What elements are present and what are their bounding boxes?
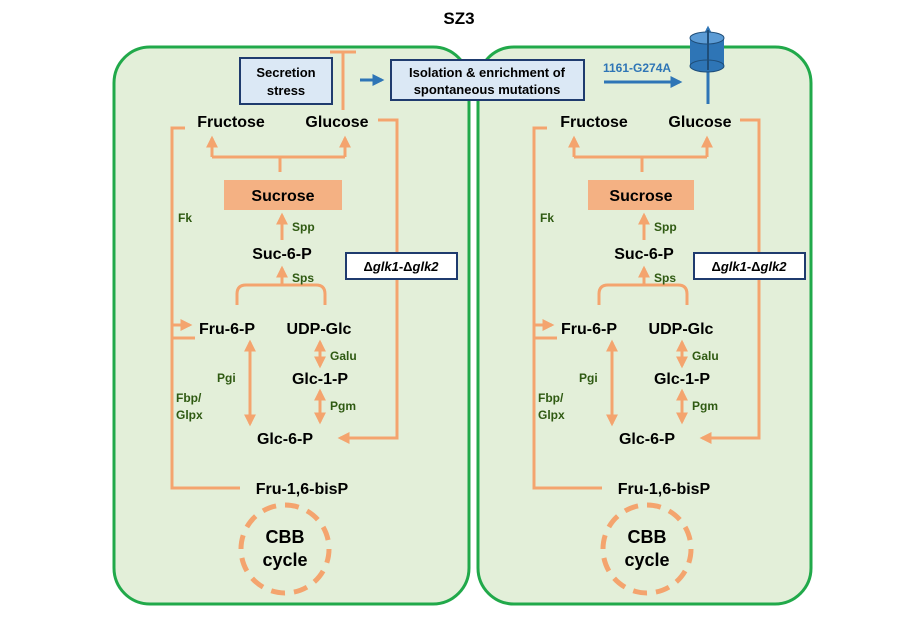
glc6p-label: Glc-6-P — [257, 431, 313, 448]
glc1p-label: Glc-1-P — [292, 371, 348, 388]
glc1p-label: Glc-1-P — [654, 371, 710, 388]
cbb-line2: cycle — [624, 550, 669, 570]
deletion-label: Δglk1-Δglk2 — [711, 259, 787, 274]
fru6p-label: Fru-6-P — [199, 321, 255, 338]
fbp-label-line1: Fbp/ — [538, 391, 564, 405]
mutation-label: 1161-G274A — [603, 61, 671, 75]
cbb-line1: CBB — [628, 527, 667, 547]
isolation-box-line1: Isolation & enrichment of — [409, 65, 566, 80]
deletion-box-left — [345, 252, 458, 280]
left-cell — [112, 45, 471, 606]
sucrose-label: Sucrose — [609, 188, 672, 205]
galu-label: Galu — [692, 349, 719, 363]
fbp-label-line2: Glpx — [176, 408, 203, 422]
right-cell — [476, 45, 813, 606]
pgm-label: Pgm — [692, 399, 718, 413]
inhibition-icon — [330, 50, 356, 110]
fbp-label-line1: Fbp/ — [176, 391, 202, 405]
right-cell-labels: Fructose Glucose Sucrose Spp Suc-6-P Sps… — [538, 114, 787, 570]
fk-label: Fk — [540, 211, 554, 225]
sucrose-box-right — [588, 180, 694, 210]
pgi-label: Pgi — [217, 371, 236, 385]
suc6p-label: Suc-6-P — [614, 246, 674, 263]
galu-label: Galu — [330, 349, 357, 363]
transporter-icon — [689, 25, 725, 104]
figure-title: SZ3 — [443, 9, 474, 28]
sps-label: Sps — [292, 271, 314, 285]
isolation-box-line2: spontaneous mutations — [414, 82, 561, 97]
fk-label: Fk — [178, 211, 192, 225]
isolation-box — [390, 59, 585, 101]
suc6p-label: Suc-6-P — [252, 246, 312, 263]
spp-label: Spp — [654, 220, 677, 234]
fru6p-label: Fru-6-P — [561, 321, 617, 338]
pgi-label: Pgi — [579, 371, 598, 385]
fbp-label-line2: Glpx — [538, 408, 565, 422]
glucose-label: Glucose — [305, 114, 368, 131]
fructose-label: Fructose — [560, 114, 628, 131]
fru16bisp-label: Fru-1,6-bisP — [618, 481, 711, 498]
glc6p-label: Glc-6-P — [619, 431, 675, 448]
udpglc-label: UDP-Glc — [649, 321, 714, 338]
spp-label: Spp — [292, 220, 315, 234]
udpglc-label: UDP-Glc — [287, 321, 352, 338]
sps-label: Sps — [654, 271, 676, 285]
secretion-box — [239, 57, 333, 105]
sucrose-label: Sucrose — [251, 188, 314, 205]
sucrose-box-left — [224, 180, 342, 210]
cbb-line1: CBB — [266, 527, 305, 547]
deletion-label: Δglk1-Δglk2 — [363, 259, 439, 274]
cbb-line2: cycle — [262, 550, 307, 570]
glucose-label: Glucose — [668, 114, 731, 131]
fru16bisp-label: Fru-1,6-bisP — [256, 481, 349, 498]
pgm-label: Pgm — [330, 399, 356, 413]
secretion-box-line1: Secretion — [256, 65, 315, 80]
left-cell-labels: Fructose Glucose Sucrose Spp Suc-6-P Sps… — [176, 114, 439, 570]
deletion-box-right — [693, 252, 806, 280]
fructose-label: Fructose — [197, 114, 265, 131]
secretion-box-line2: stress — [267, 83, 305, 98]
